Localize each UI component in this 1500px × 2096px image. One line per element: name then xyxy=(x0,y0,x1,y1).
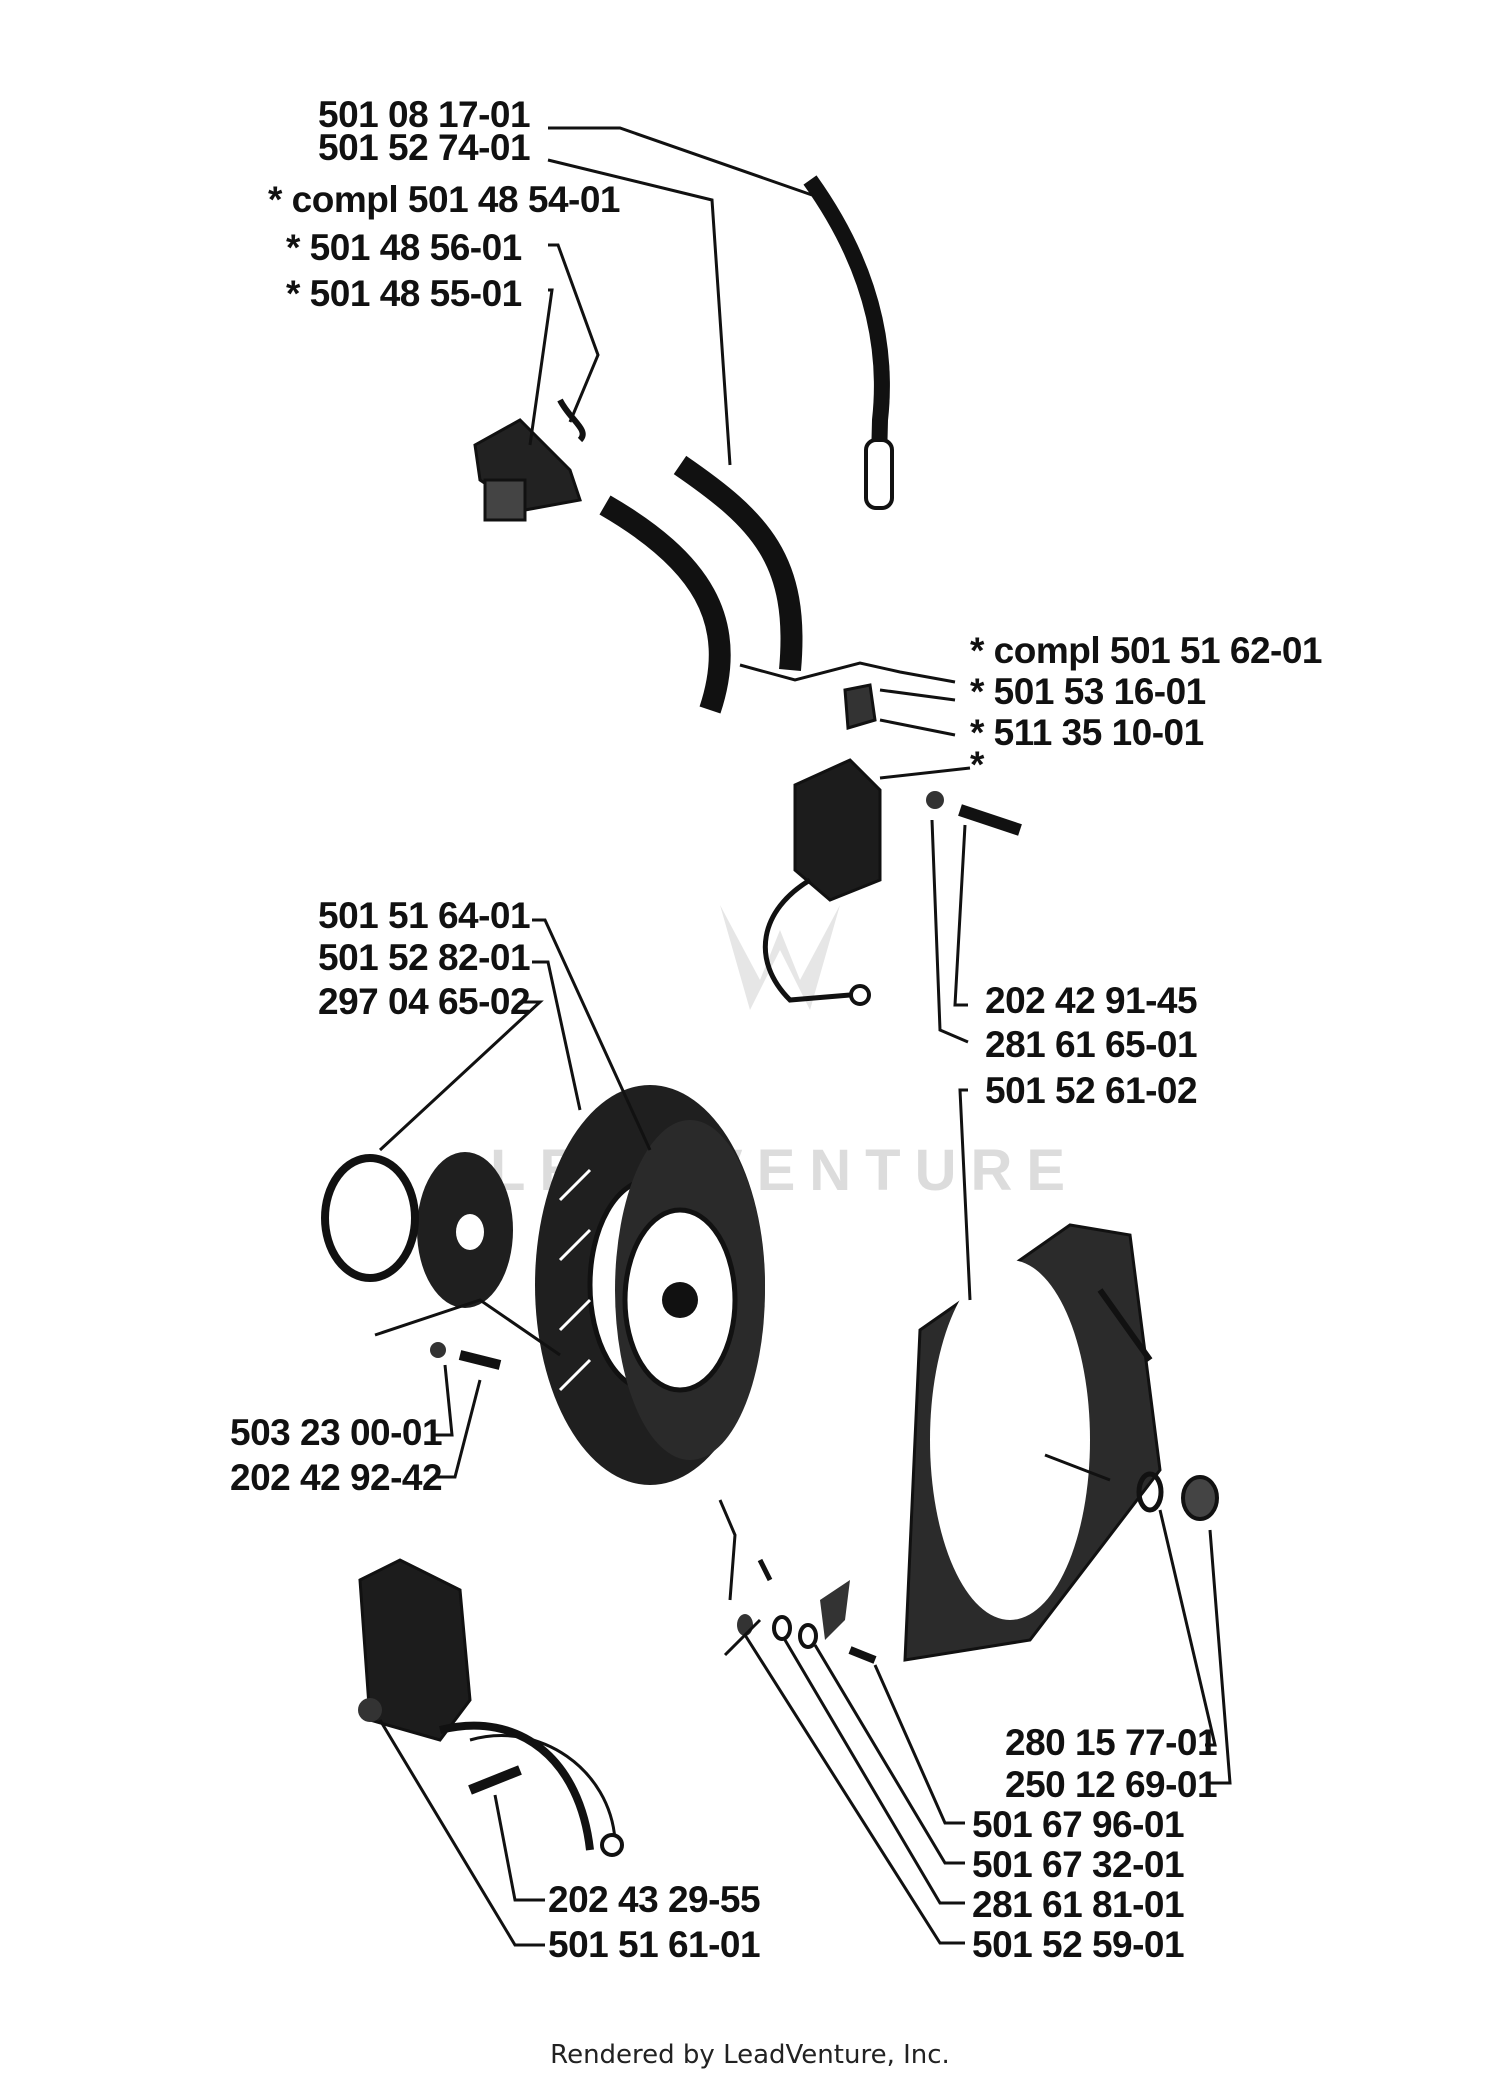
footer-credit: Rendered by LeadVenture, Inc. xyxy=(550,2040,950,2070)
starter-disc-hole xyxy=(456,1214,484,1250)
label-501-52-74-01: 501 52 74-01 xyxy=(318,127,530,168)
label-511-35-10-01: * 511 35 10-01 xyxy=(970,712,1204,753)
pawl-and-washers-part xyxy=(737,1558,877,1664)
hose-long-part xyxy=(803,175,890,501)
label-501-52-61-02: 501 52 61-02 xyxy=(985,1070,1197,1111)
fan-housing-part xyxy=(903,1223,1162,1662)
part-number-labels: 501 08 17-01 501 52 74-01 * compl 501 48… xyxy=(230,94,1323,1965)
label-501-48-55-01: * 501 48 55-01 xyxy=(286,273,522,314)
hose-end-fitting-part xyxy=(864,438,894,510)
label-281-61-65-01: 281 61 65-01 xyxy=(985,1024,1197,1065)
label-501-51-61-01: 501 51 61-01 xyxy=(548,1924,760,1965)
label-compl-501-48-54-01: * compl 501 48 54-01 xyxy=(268,179,620,220)
o-ring-part xyxy=(321,1154,419,1282)
label-202-42-92-42: 202 42 92-42 xyxy=(230,1457,442,1498)
screw-part xyxy=(458,1350,502,1370)
label-501-51-64-01: 501 51 64-01 xyxy=(318,895,530,936)
label-501-53-16-01: * 501 53 16-01 xyxy=(970,671,1206,712)
flywheel-part xyxy=(535,1085,765,1485)
label-501-67-32-01: 501 67 32-01 xyxy=(972,1844,1184,1885)
switch-assembly-part xyxy=(473,398,586,522)
label-202-42-91-45: 202 42 91-45 xyxy=(985,980,1197,1021)
label-250-12-69-01: 250 12 69-01 xyxy=(1005,1764,1217,1805)
hose-curved-part xyxy=(673,455,803,671)
label-501-52-82-01: 501 52 82-01 xyxy=(318,937,530,978)
label-280-15-77-01: 280 15 77-01 xyxy=(1005,1722,1217,1763)
plug-cap-part xyxy=(843,683,877,730)
label-501-52-59-01: 501 52 59-01 xyxy=(972,1924,1184,1965)
washer-right-part xyxy=(1136,1471,1164,1513)
washer-part xyxy=(430,1342,446,1358)
ignition-module-upper-part xyxy=(762,758,1022,1006)
label-503-23-00-01: 503 23 00-01 xyxy=(230,1412,442,1453)
label-compl-501-51-62-01: * compl 501 51 62-01 xyxy=(970,630,1322,671)
label-501-08-17-01: 501 08 17-01 xyxy=(318,94,530,135)
nut-right-part xyxy=(1181,1475,1219,1521)
ignition-module-lower-part xyxy=(358,1558,624,1857)
label-297-04-65-02: 297 04 65-02 xyxy=(318,981,530,1022)
label-501-67-96-01: 501 67 96-01 xyxy=(972,1804,1184,1845)
watermark-logo-icon xyxy=(720,905,840,1010)
label-asterisk: * xyxy=(970,744,985,785)
label-501-48-56-01: * 501 48 56-01 xyxy=(286,227,522,268)
label-281-61-81-01: 281 61 81-01 xyxy=(972,1884,1184,1925)
hose-curved-lower-part xyxy=(599,495,731,714)
leader-lines xyxy=(374,126,1232,1947)
label-202-43-29-55: 202 43 29-55 xyxy=(548,1879,760,1920)
